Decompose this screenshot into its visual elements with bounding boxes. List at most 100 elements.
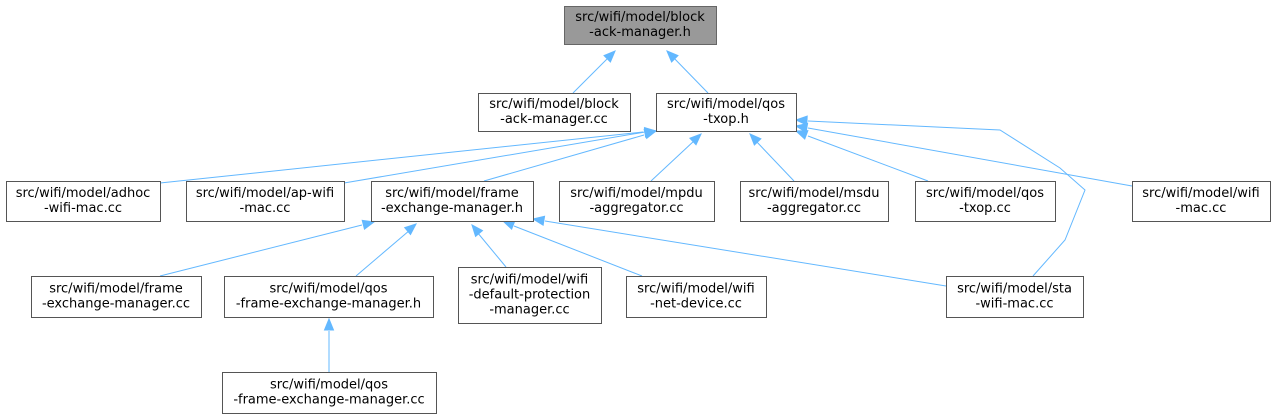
node-label: -frame-exchange-manager.cc	[233, 393, 424, 408]
file-node-n13[interactable]: src/wifi/model/wifi-net-device.cc	[626, 276, 767, 318]
edge-line	[159, 224, 363, 277]
file-node-n0[interactable]: src/wifi/model/block-ack-manager.h	[564, 6, 717, 45]
node-box	[371, 181, 534, 222]
edge-line	[343, 131, 646, 184]
file-node-n15[interactable]: src/wifi/model/qos-frame-exchange-manage…	[222, 372, 437, 414]
node-box	[656, 93, 797, 132]
edge-line	[807, 135, 929, 182]
edge-n14-n5	[531, 215, 947, 287]
edge-line	[513, 225, 643, 277]
nodes-layer: src/wifi/model/block-ack-manager.hsrc/wi…	[6, 6, 1271, 414]
arrowhead	[403, 223, 418, 236]
edge-n15-n11	[323, 317, 335, 372]
file-node-n8[interactable]: src/wifi/model/qos-txop.cc	[915, 181, 1056, 222]
edge-n14-n2	[794, 115, 1086, 277]
arrowhead	[531, 215, 546, 227]
node-label: src/wifi/model/adhoc	[16, 186, 151, 201]
node-label: -default-protection	[469, 288, 591, 303]
node-box	[6, 181, 161, 222]
arrowhead	[471, 223, 484, 238]
file-node-n12[interactable]: src/wifi/model/wifi-default-protection-m…	[458, 267, 602, 324]
node-box	[31, 276, 202, 318]
edge-line	[544, 220, 947, 287]
node-label: src/wifi/model/qos	[667, 97, 785, 112]
node-label: -manager.cc	[489, 303, 569, 318]
node-box	[458, 267, 602, 324]
edge-n3-n2	[159, 126, 658, 184]
node-box	[740, 181, 889, 222]
arrowhead	[794, 130, 809, 140]
edge-line	[355, 229, 411, 277]
node-label: src/wifi/model/wifi	[471, 273, 588, 288]
node-label: src/wifi/model/mpdu	[570, 186, 702, 201]
edge-n9-n2	[794, 122, 1133, 187]
edge-line	[669, 53, 709, 94]
node-box	[224, 276, 434, 318]
file-node-n9[interactable]: src/wifi/model/wifi-mac.cc	[1132, 181, 1271, 222]
file-node-n10[interactable]: src/wifi/model/frame-exchange-manager.cc	[31, 276, 202, 318]
arrowhead	[689, 133, 702, 146]
edge-line	[476, 231, 507, 268]
file-node-n1[interactable]: src/wifi/model/block-ack-manager.cc	[478, 93, 631, 132]
node-label: src/wifi/model/wifi	[1142, 186, 1259, 201]
node-label: -mac.cc	[240, 201, 291, 216]
node-label: src/wifi/model/wifi	[637, 282, 754, 297]
edge-n7-n2	[749, 133, 795, 182]
node-label: -ack-manager.h	[589, 25, 691, 40]
edge-line	[807, 120, 1086, 277]
root-node-box	[564, 6, 717, 45]
arrowhead	[749, 133, 762, 146]
arrowhead	[794, 122, 809, 134]
node-label: -wifi-mac.cc	[975, 297, 1053, 312]
node-label: src/wifi/model/qos	[926, 186, 1044, 201]
file-node-n4[interactable]: src/wifi/model/ap-wifi-mac.cc	[186, 181, 345, 222]
node-label: src/wifi/model/frame	[49, 282, 183, 297]
file-node-n2[interactable]: src/wifi/model/qos-txop.h	[656, 93, 797, 132]
node-box	[626, 276, 767, 318]
edge-n4-n2	[343, 127, 658, 184]
edge-n6-n2	[650, 133, 702, 182]
node-box	[478, 93, 631, 132]
edge-n12-n5	[471, 223, 507, 268]
arrowhead	[643, 129, 658, 140]
file-node-n6[interactable]: src/wifi/model/mpdu-aggregator.cc	[559, 181, 715, 222]
node-label: -exchange-manager.cc	[42, 297, 190, 312]
edge-line	[572, 53, 613, 94]
edge-line	[483, 134, 645, 182]
node-label: src/wifi/model/sta	[957, 282, 1072, 297]
edge-line	[807, 127, 1133, 187]
edge-line	[650, 139, 696, 182]
node-label: -wifi-mac.cc	[44, 201, 122, 216]
node-box	[1132, 181, 1271, 222]
edge-n1-n0	[572, 50, 616, 94]
node-label: src/wifi/model/block	[489, 97, 619, 112]
node-label: src/wifi/model/block	[575, 10, 705, 25]
node-label: src/wifi/model/ap-wifi	[196, 186, 334, 201]
file-node-n5[interactable]: src/wifi/model/frame-exchange-manager.h	[371, 181, 534, 222]
node-label: -net-device.cc	[650, 297, 742, 312]
file-node-n11[interactable]: src/wifi/model/qos-frame-exchange-manage…	[224, 276, 434, 318]
arrowhead	[501, 220, 516, 231]
edge-n2-n0	[666, 50, 709, 94]
arrowhead	[323, 317, 335, 331]
node-label: -txop.h	[703, 112, 749, 127]
node-label: -aggregator.cc	[767, 201, 861, 216]
node-label: -aggregator.cc	[589, 201, 683, 216]
arrowhead	[603, 50, 616, 63]
arrowhead	[361, 219, 376, 230]
edges-layer	[159, 50, 1133, 372]
node-label: -frame-exchange-manager.h	[236, 297, 421, 312]
file-node-n3[interactable]: src/wifi/model/adhoc-wifi-mac.cc	[6, 181, 161, 222]
edge-n11-n5	[355, 223, 418, 277]
edge-n10-n5	[159, 219, 376, 277]
edge-n5-n2	[483, 129, 658, 182]
node-label: -mac.cc	[1176, 201, 1227, 216]
node-box	[186, 181, 345, 222]
node-box	[915, 181, 1056, 222]
file-node-n7[interactable]: src/wifi/model/msdu-aggregator.cc	[740, 181, 889, 222]
node-label: src/wifi/model/frame	[385, 186, 519, 201]
node-label: src/wifi/model/msdu	[749, 186, 880, 201]
file-node-n14[interactable]: src/wifi/model/sta-wifi-mac.cc	[946, 276, 1084, 318]
node-label: src/wifi/model/qos	[269, 282, 387, 297]
